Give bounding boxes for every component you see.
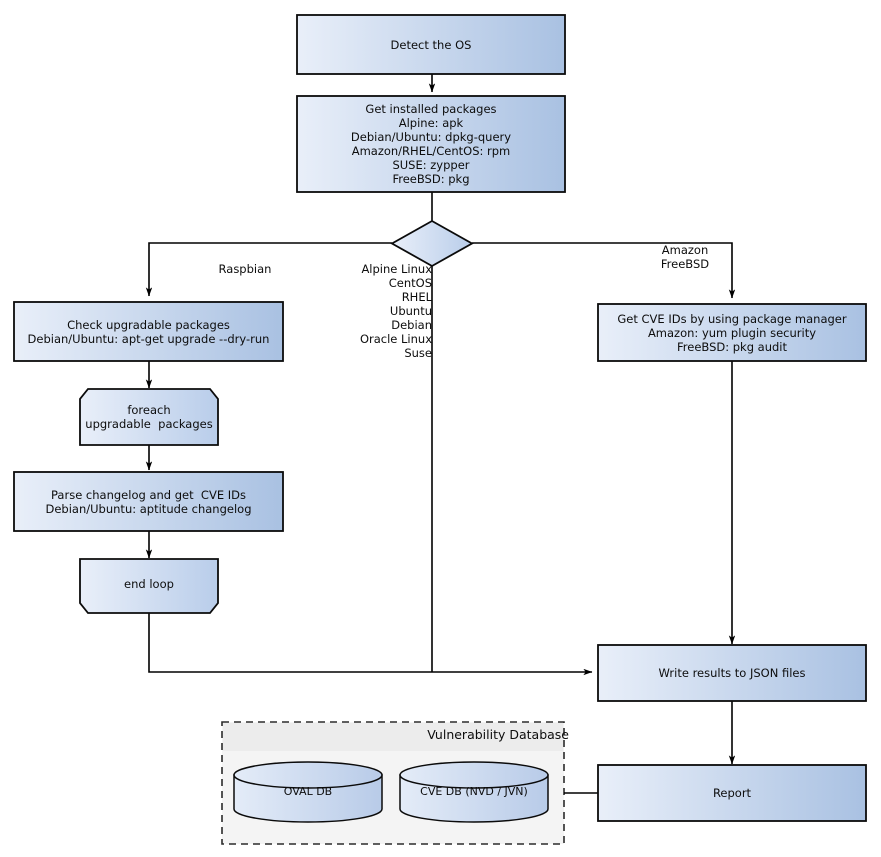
vulnerability-database-title: Vulnerability Database — [427, 727, 569, 742]
edge-label-amazon-freebsd: Amazon FreeBSD — [660, 243, 710, 271]
node-get-cve-ids — [597, 303, 867, 362]
edge-label-raspbian: Raspbian — [218, 262, 272, 276]
node-check-upgradable — [13, 301, 284, 362]
node-os-decision — [390, 219, 474, 268]
node-parse-changelog — [13, 471, 284, 532]
edge-label-middle-distros: Alpine Linux CentOS RHEL Ubuntu Debian O… — [359, 262, 432, 360]
node-cve-db — [399, 761, 549, 823]
node-oval-db — [233, 761, 383, 823]
edge-endloop-to-write — [148, 613, 593, 676]
node-detect-os — [296, 14, 566, 75]
connectors — [145, 74, 736, 794]
edge-decision-raspbian — [145, 242, 392, 297]
node-end-loop — [79, 558, 219, 614]
edge-decision-amazon — [472, 242, 736, 299]
node-write-results — [597, 644, 867, 702]
node-get-installed — [296, 95, 566, 193]
node-report — [597, 764, 867, 822]
node-foreach-loop — [79, 388, 219, 446]
